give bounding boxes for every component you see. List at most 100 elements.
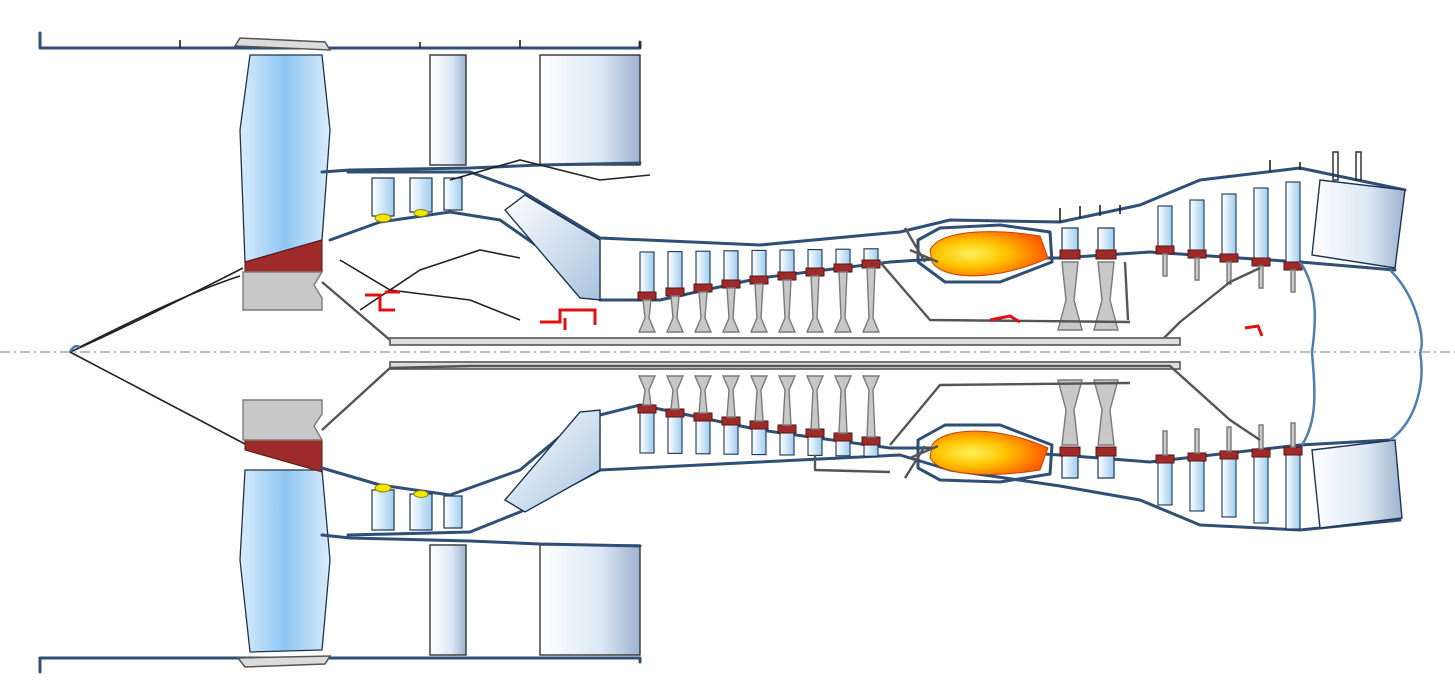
lpt-disk-4-top bbox=[1258, 265, 1264, 289]
exhaust-nozzle-arc-top bbox=[1389, 269, 1423, 353]
nose-cone-top bbox=[69, 267, 244, 353]
exhaust-nozzle-arc-bottom bbox=[1389, 351, 1423, 442]
tailcone-bottom bbox=[1300, 351, 1316, 446]
hpc-platform-5-bottom bbox=[749, 420, 769, 430]
core-casing-outer-bottom bbox=[346, 453, 1402, 537]
lpc-vane-2-top bbox=[409, 177, 433, 213]
lpc-vane-3-bottom bbox=[443, 495, 463, 529]
lpt-disk-3-bottom bbox=[1226, 426, 1232, 452]
lpt-blade-4-top bbox=[1253, 187, 1269, 267]
high-pressure-turbine-bottom bbox=[1057, 379, 1119, 479]
low-pressure-turbine-top bbox=[1155, 181, 1303, 293]
lpc-seal-2-bottom bbox=[413, 490, 429, 498]
lpt-blade-3-bottom bbox=[1221, 450, 1237, 518]
hpc-platform-1-bottom bbox=[637, 404, 657, 414]
intermediate-duct-bottom bbox=[503, 409, 601, 513]
front-frame-strut-bottom bbox=[321, 364, 1261, 441]
low-pressure-compressor-bottom bbox=[371, 483, 463, 531]
lpt-blade-2-top bbox=[1189, 199, 1205, 259]
low-pressure-compressor-top bbox=[371, 177, 463, 223]
lpt-disk-2-bottom bbox=[1194, 428, 1200, 454]
hpc-platform-2-bottom bbox=[665, 408, 685, 418]
hpc-platform-3-bottom bbox=[693, 412, 713, 422]
hpc-platform-4-bottom bbox=[721, 416, 741, 426]
hpc-disk-7-top bbox=[805, 275, 825, 333]
bypass-guide-vane-1-top bbox=[429, 54, 467, 166]
combustor-flame-top bbox=[929, 231, 1049, 277]
hpc-disk-9-bottom bbox=[861, 375, 881, 438]
fan-disk-bottom bbox=[242, 399, 324, 441]
bearing-bracket-1-top bbox=[365, 290, 400, 312]
bypass-guide-vane-1-bottom bbox=[429, 544, 467, 656]
lpt-blade-5-top bbox=[1285, 181, 1301, 271]
hpc-platform-8-bottom bbox=[833, 432, 853, 442]
hpc-disk-4-top bbox=[721, 287, 741, 333]
aft-bearing-bracket-top bbox=[1244, 324, 1264, 337]
hpc-platform-2-top bbox=[665, 287, 685, 297]
bearing-bracket-2-top bbox=[540, 308, 597, 330]
lpt-blade-4-bottom bbox=[1253, 448, 1269, 524]
hpt-disk-1-bottom bbox=[1057, 379, 1083, 446]
hpc-platform-9-bottom bbox=[861, 436, 881, 446]
nacelle-fan-case-ring-top bbox=[233, 37, 332, 51]
mid-frame-strut-top bbox=[879, 261, 1131, 324]
hpc-disk-1-top bbox=[637, 299, 657, 333]
bypass-guide-vane-2-bottom bbox=[539, 544, 641, 656]
lpc-seal-1-bottom bbox=[374, 483, 392, 493]
engine-lower-half bbox=[38, 351, 1423, 674]
hpc-platform-6-top bbox=[777, 271, 797, 281]
combustor-liner-top bbox=[916, 223, 1054, 284]
fan-case-flanges bbox=[179, 40, 641, 48]
hpc-disk-3-bottom bbox=[693, 375, 713, 414]
lpt-platform-3-top bbox=[1219, 253, 1239, 263]
mount-lug-2-top bbox=[1355, 151, 1362, 181]
fuel-injector-bottom bbox=[903, 444, 939, 479]
lpt-disk-1-top bbox=[1162, 253, 1168, 277]
hpc-platform-8-top bbox=[833, 263, 853, 273]
intermediate-duct-top bbox=[503, 194, 601, 301]
lpt-platform-4-top bbox=[1251, 257, 1271, 267]
hpc-disk-5-bottom bbox=[749, 375, 769, 422]
hpc-disk-5-top bbox=[749, 283, 769, 333]
lpt-platform-4-bottom bbox=[1251, 448, 1271, 458]
bypass-guide-vane-2-top bbox=[539, 54, 641, 166]
hpt-platform-2-top bbox=[1095, 249, 1117, 260]
nacelle-fan-case-ring-bottom bbox=[236, 655, 332, 668]
accessory-linkage-top bbox=[339, 159, 651, 321]
lpt-blade-3-top bbox=[1221, 193, 1237, 263]
hpc-disk-8-bottom bbox=[833, 375, 853, 434]
hpc-disk-4-bottom bbox=[721, 375, 741, 418]
core-casing-outer-top bbox=[346, 166, 1407, 247]
lpt-disk-5-top bbox=[1290, 269, 1296, 293]
engine-upper-half bbox=[38, 31, 1423, 353]
hpc-disk-9-top bbox=[861, 267, 881, 333]
splitter-top bbox=[320, 161, 642, 174]
top-flange-details bbox=[179, 40, 1301, 222]
hpc-platform-3-top bbox=[693, 283, 713, 293]
hpc-platform-4-top bbox=[721, 279, 741, 289]
fuel-injector-top bbox=[903, 227, 939, 264]
mid-frame-strut-bottom bbox=[813, 381, 1131, 474]
lpt-disk-4-bottom bbox=[1258, 424, 1264, 450]
low-pressure-turbine-bottom bbox=[1155, 422, 1303, 530]
lpt-platform-1-bottom bbox=[1155, 454, 1175, 464]
turbine-case-flanges bbox=[1059, 160, 1301, 222]
high-pressure-turbine-top bbox=[1057, 227, 1119, 331]
hpt-disk-2-bottom bbox=[1093, 379, 1119, 446]
splitter-bottom bbox=[320, 533, 642, 548]
fan-disk-top bbox=[242, 271, 324, 311]
exhaust-nozzle-top bbox=[1311, 179, 1406, 269]
hpt-disk-2-top bbox=[1093, 261, 1119, 331]
nacelle-outer-line-bottom bbox=[38, 656, 642, 674]
nacelle-outer-line-top bbox=[38, 31, 642, 50]
mount-lug-1-top bbox=[1332, 151, 1339, 181]
combustor-flame-bottom bbox=[929, 430, 1049, 475]
hpc-disk-3-top bbox=[693, 291, 713, 333]
lpt-disk-2-top bbox=[1194, 257, 1200, 281]
lpt-disk-3-top bbox=[1226, 261, 1232, 285]
lpt-platform-3-bottom bbox=[1219, 450, 1239, 460]
lpt-blade-2-bottom bbox=[1189, 452, 1205, 512]
hpt-platform-1-top bbox=[1059, 249, 1081, 260]
fan-blade-bottom bbox=[239, 469, 331, 653]
